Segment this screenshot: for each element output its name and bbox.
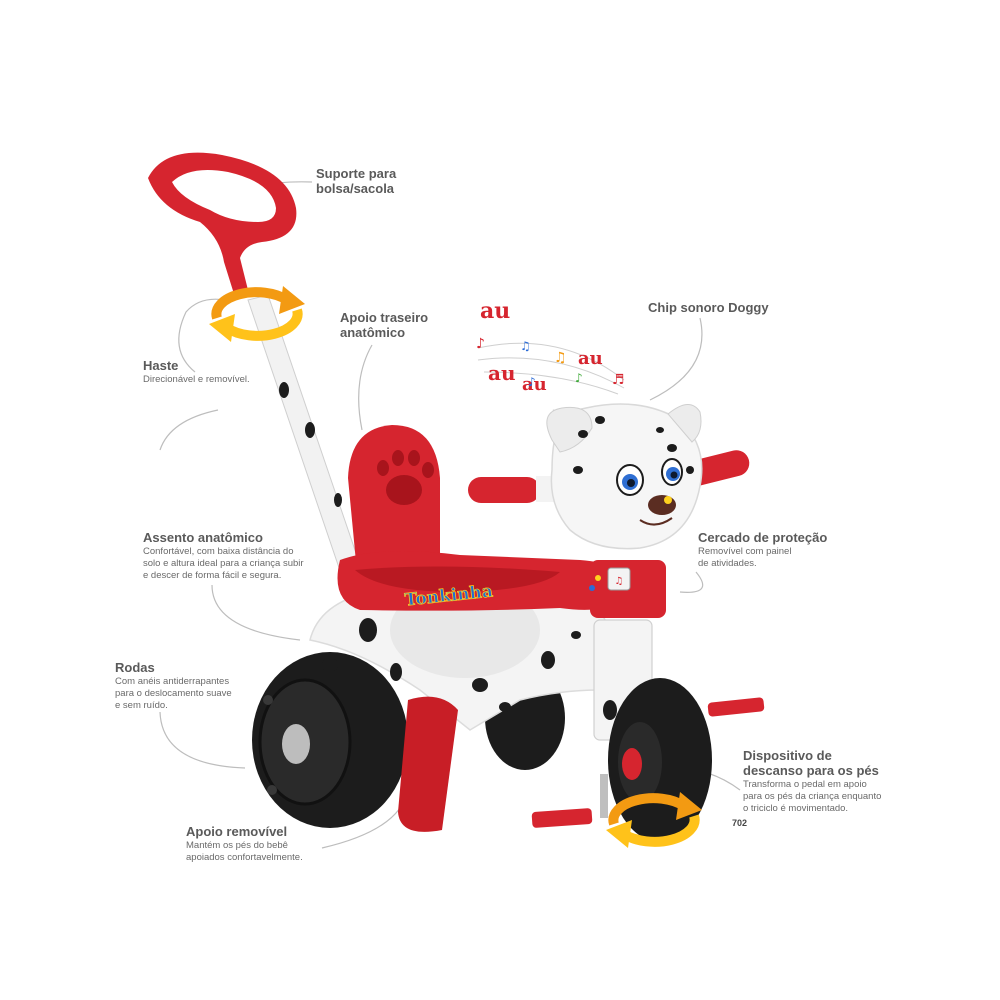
label-assento: Assento anatômico Confortável, com baixa… [143,530,304,582]
label-chip-title: Chip sonoro Doggy [648,300,769,315]
leader-line-cercado [679,571,704,593]
label-cercado: Cercado de proteção Removível com painel… [698,530,827,570]
sound-word-4: au [578,348,603,369]
sound-word-1: au [480,298,510,324]
label-haste: Haste Direcionável e removível. [143,358,250,386]
removable-footrest[interactable] [398,696,458,832]
label-assento-title: Assento anatômico [143,530,263,545]
label-rodas-desc: Com anéis antiderrapantes para o desloca… [115,676,232,711]
leader-line-extra [159,409,219,451]
music-note-icon: ♫ [554,350,567,366]
label-apoio-traseiro-title: Apoio traseiro anatômico [340,310,429,340]
label-apoio-removivel-desc: Mantém os pés do bebê apoiados confortav… [186,840,303,863]
rear-wheel-left [252,652,408,828]
svg-text:♫: ♫ [615,576,624,587]
label-suporte: Suporte para bolsa/sacola [316,166,396,196]
label-cercado-title: Cercado de proteção [698,530,828,545]
label-haste-desc: Direcionável e removível. [143,374,250,385]
label-haste-title: Haste [143,358,179,373]
seat-and-guard: ♫ [337,551,666,618]
leader-line-assento [211,584,301,641]
label-dispositivo: Dispositivo de descanso para os pés Tran… [743,748,881,815]
seat-backrest [348,425,440,562]
pedals[interactable] [531,697,765,828]
paw-print-icon [377,450,434,505]
music-note-icon: ♪ [476,336,485,352]
sound-word-2: au [488,361,516,385]
sound-word-3: au [522,374,547,395]
leader-line-haste [178,298,226,373]
leader-line-rodas [159,711,246,769]
label-apoio-traseiro: Apoio traseiro anatômico [340,310,428,340]
push-handle[interactable] [148,152,297,294]
rotate-arrows-icon [209,286,305,342]
label-rodas-title: Rodas [115,660,155,675]
callout-lines [159,181,741,849]
label-rodas: Rodas Com anéis antiderrapantes para o d… [115,660,232,712]
leader-line-chip [649,317,703,401]
label-assento-desc: Confortável, com baixa distância do solo… [143,546,304,581]
music-note-icon: ♫ [520,339,531,353]
label-apoio-removivel-title: Apoio removível [186,824,288,839]
rotate-arrows-icon [606,792,702,848]
dog-head [546,403,703,550]
leader-line-apoio-traseiro [358,344,373,431]
label-chip: Chip sonoro Doggy [648,300,769,315]
sound-notes: au au au au ♪ ♫ ♫ ♪ ♪ ♬ [476,298,625,395]
label-dispositivo-title: Dispositivo de descanso para os pés [743,748,879,778]
music-note-icon: ♪ [575,371,583,385]
model-code: 702 [732,818,748,828]
label-dispositivo-desc: Transforma o pedal em apoio para os pés … [743,779,882,814]
label-suporte-title: Suporte para bolsa/sacola [316,166,397,196]
music-note-icon: ♪ [528,375,536,389]
music-note-icon: ♬ [612,372,625,388]
label-cercado-desc: Removível com painel de atividades. [698,546,792,569]
label-apoio-removivel: Apoio removível Mantém os pés do bebê ap… [186,824,303,864]
